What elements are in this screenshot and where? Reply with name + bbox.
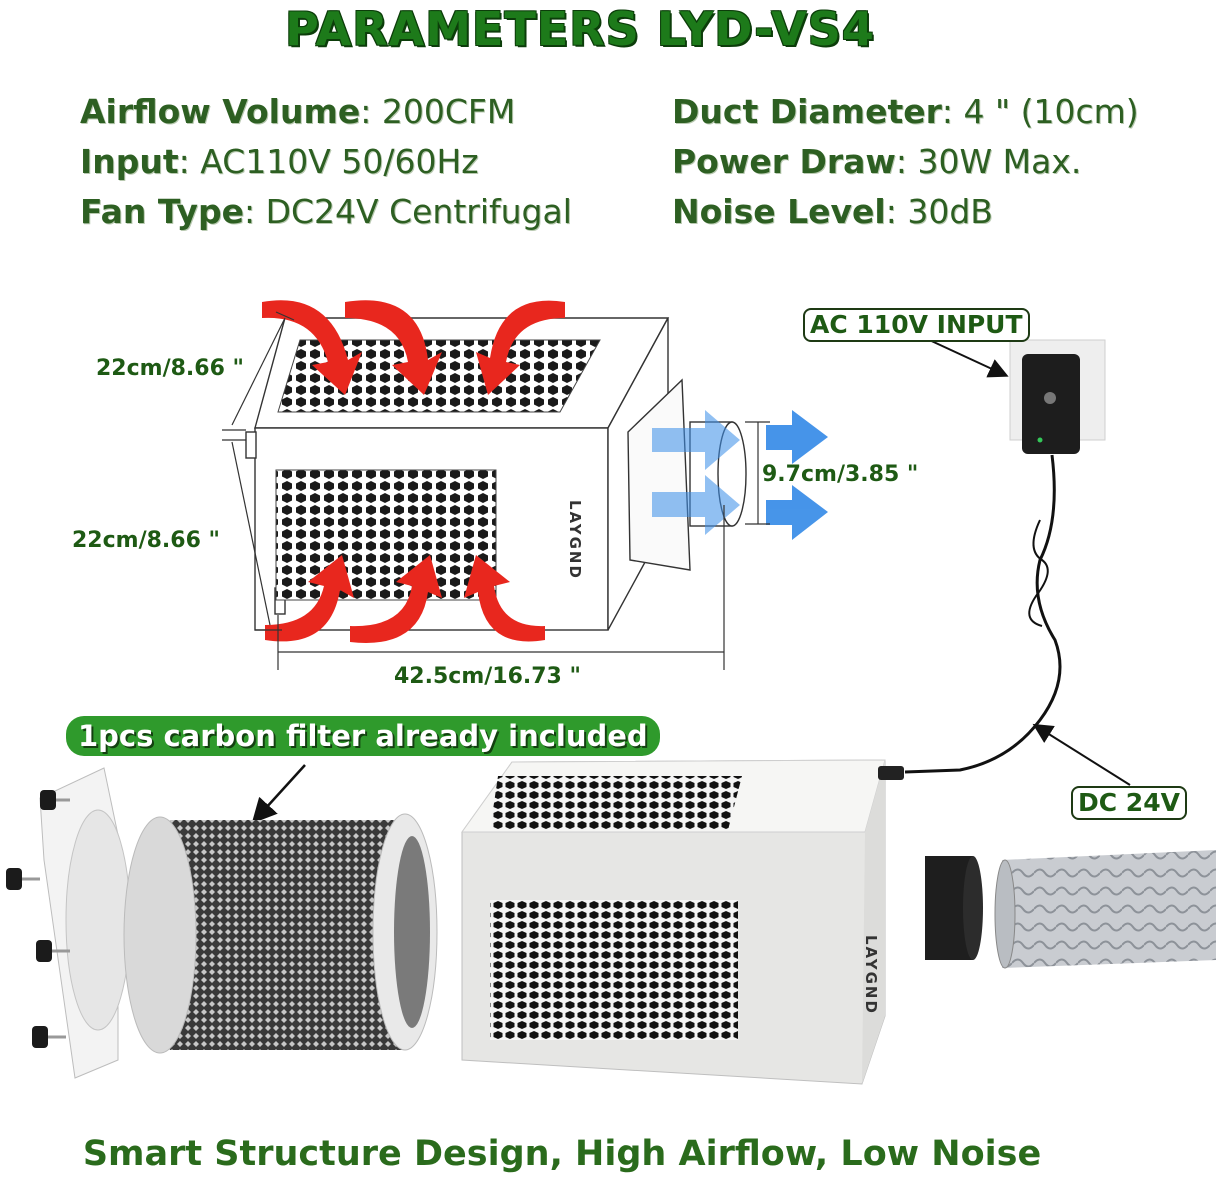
spec-value: : DC24V Centrifugal [243,192,572,231]
spec-value: : 4 " (10cm) [941,92,1139,131]
ac-input-label: AC 110V INPUT [803,308,1030,342]
fan-body [461,759,904,1085]
spec-key: Duct Diameter [672,92,942,131]
spec-key: Airflow Volume [80,92,361,131]
spec-airflow: Airflow Volume: 200CFM [80,92,515,131]
outlet-duct [925,850,1216,969]
dimension-outlet: 9.7cm/3.85 " [762,462,919,487]
power-cable [904,454,1062,774]
front-grille [275,469,497,601]
spec-noise: Noise Level: 30dB [672,192,993,231]
brand-logo-photo: LAYGND [862,935,880,1015]
spec-duct: Duct Diameter: 4 " (10cm) [672,92,1139,131]
inflow-arrows-top [262,300,565,395]
page-title: PARAMETERS LYD-VS4 [285,2,875,56]
ac-adapter [1009,339,1106,454]
mounting-plate [6,767,131,1079]
spec-fan-type: Fan Type: DC24V Centrifugal [80,192,572,231]
outflow-arrows [652,410,828,540]
spec-key: Noise Level [672,192,886,231]
spec-power: Power Draw: 30W Max. [672,142,1081,181]
dimension-lines [222,311,770,670]
carbon-filter-badge: 1pcs carbon filter already included [66,716,660,756]
carbon-filter [123,813,438,1054]
spec-value: : 200CFM [360,92,516,131]
spec-input: Input: AC110V 50/60Hz [80,142,479,181]
spec-value: : 30W Max. [895,142,1082,181]
spec-key: Power Draw [672,142,896,181]
footer-tagline: Smart Structure Design, High Airflow, Lo… [82,1134,1042,1174]
dimension-height: 22cm/8.66 " [72,528,221,553]
inflow-arrows-bottom [265,555,545,643]
brand-logo-drawing: LAYGND [566,500,584,580]
dc-label: DC 24V [1071,786,1187,820]
dimension-length: 42.5cm/16.73 " [394,664,581,689]
spec-key: Input [80,142,179,181]
spec-value: : AC110V 50/60Hz [178,142,479,181]
dimension-depth: 22cm/8.66 " [96,356,245,381]
spec-value: : 30dB [885,192,993,231]
spec-key: Fan Type [80,192,244,231]
